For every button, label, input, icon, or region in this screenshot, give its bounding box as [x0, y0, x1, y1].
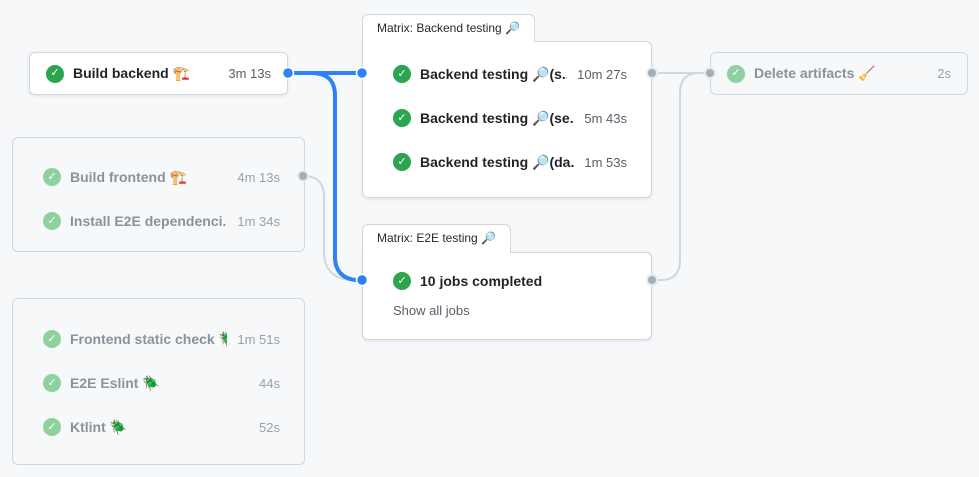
- matrix-group-backend-testing: ✓ Backend testing 🔎(s... 10m 27s ✓ Backe…: [362, 41, 652, 198]
- job-card-build-backend[interactable]: ✓ Build backend 🏗️ 3m 13s: [29, 52, 288, 95]
- stage-card-lint: ✓ Frontend static check 🪲 1m 51s ✓ E2E E…: [12, 298, 305, 465]
- job-row-backend-testing-2[interactable]: ✓ Backend testing 🔎(se... 5m 43s: [363, 96, 651, 140]
- stage-card-frontend: ✓ Build frontend 🏗️ 4m 13s ✓ Install E2E…: [12, 137, 305, 252]
- check-circle-icon: ✓: [393, 109, 411, 127]
- job-duration: 52s: [259, 419, 280, 435]
- job-label: Delete artifacts 🧹: [754, 65, 876, 81]
- edge-e2e-matrix-to-delete: [652, 72, 710, 281]
- job-duration: 3m 13s: [228, 66, 271, 81]
- job-row-ktlint[interactable]: ✓ Ktlint 🪲 52s: [13, 405, 304, 449]
- summary-label: 10 jobs completed: [420, 273, 543, 289]
- job-row-e2e-eslint[interactable]: ✓ E2E Eslint 🪲 44s: [13, 361, 304, 405]
- job-duration: 10m 27s: [577, 66, 627, 82]
- job-duration: 1m 53s: [584, 154, 627, 170]
- check-circle-icon: ✓: [43, 330, 61, 348]
- check-circle-icon: ✓: [43, 212, 61, 230]
- matrix-tab-label: Matrix: E2E testing 🔎: [377, 231, 496, 245]
- check-circle-icon: ✓: [393, 272, 411, 290]
- job-label: Ktlint 🪲: [70, 418, 128, 435]
- job-duration: 44s: [259, 375, 280, 391]
- job-row-delete-artifacts[interactable]: ✓ Delete artifacts 🧹 2s: [711, 53, 967, 94]
- job-label: Install E2E dependenci...: [70, 213, 228, 229]
- job-row-backend-testing-3[interactable]: ✓ Backend testing 🔎(da... 1m 53s: [363, 140, 651, 184]
- job-label: Frontend static check 🪲: [70, 330, 228, 347]
- job-label: Backend testing 🔎(da...: [420, 153, 575, 170]
- job-duration: 1m 51s: [237, 331, 280, 347]
- show-all-jobs-button[interactable]: Show all jobs: [393, 303, 470, 318]
- edge-frontend-to-e2e: [302, 175, 362, 281]
- job-label: Backend testing 🔎(se...: [420, 109, 575, 126]
- check-circle-icon: ✓: [43, 374, 61, 392]
- job-row-build-backend[interactable]: ✓ Build backend 🏗️ 3m 13s: [30, 53, 287, 94]
- job-label: E2E Eslint 🪲: [70, 374, 160, 391]
- job-card-delete-artifacts[interactable]: ✓ Delete artifacts 🧹 2s: [710, 52, 968, 95]
- job-row-frontend-static-check[interactable]: ✓ Frontend static check 🪲 1m 51s: [13, 317, 304, 361]
- job-duration: 2s: [937, 66, 951, 81]
- check-circle-icon: ✓: [43, 168, 61, 186]
- jobs-completed-summary: ✓ 10 jobs completed: [363, 263, 651, 299]
- job-duration: 1m 34s: [237, 213, 280, 229]
- job-row-install-e2e-dependencies[interactable]: ✓ Install E2E dependenci... 1m 34s: [13, 199, 304, 243]
- matrix-group-e2e-testing: ✓ 10 jobs completed Show all jobs: [362, 252, 652, 340]
- matrix-tab-label: Matrix: Backend testing 🔎: [377, 20, 520, 35]
- job-duration: 5m 43s: [584, 110, 627, 126]
- matrix-tab-backend-testing: Matrix: Backend testing 🔎: [362, 14, 535, 42]
- job-duration: 4m 13s: [237, 169, 280, 185]
- check-circle-icon: ✓: [393, 65, 411, 83]
- job-row-build-frontend[interactable]: ✓ Build frontend 🏗️ 4m 13s: [13, 155, 304, 199]
- check-circle-icon: ✓: [393, 153, 411, 171]
- job-label: Backend testing 🔎(s...: [420, 65, 568, 82]
- check-circle-icon: ✓: [43, 418, 61, 436]
- job-label: Build backend 🏗️: [73, 65, 191, 81]
- matrix-tab-e2e-testing: Matrix: E2E testing 🔎: [362, 224, 511, 253]
- check-circle-icon: ✓: [727, 64, 745, 83]
- job-label: Build frontend 🏗️: [70, 168, 187, 185]
- job-row-backend-testing-1[interactable]: ✓ Backend testing 🔎(s... 10m 27s: [363, 52, 651, 96]
- check-circle-icon: ✓: [46, 64, 64, 83]
